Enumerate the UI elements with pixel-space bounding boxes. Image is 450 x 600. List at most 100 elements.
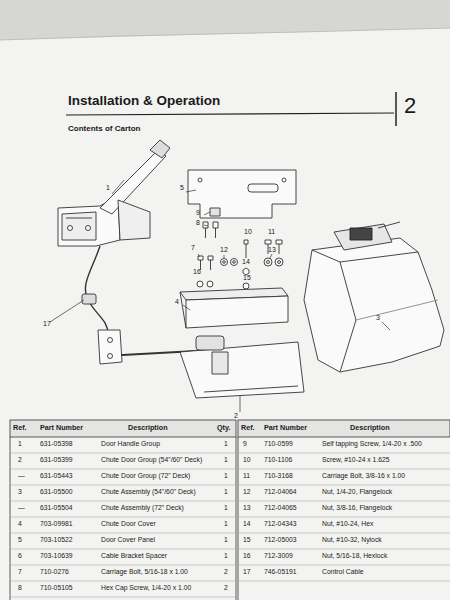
table-cell: 712-04064 — [264, 488, 297, 496]
table-cell: Cable Bracket Spacer — [101, 552, 167, 560]
table-cell: 14 — [243, 520, 251, 528]
door-cover-panel — [188, 170, 296, 218]
hardware-fasteners — [197, 208, 283, 289]
table-cell: 710-0276 — [40, 568, 69, 576]
table-header: Ref. — [241, 424, 255, 432]
table-cell: 12 — [243, 488, 251, 496]
table-cell: 1 — [224, 456, 228, 464]
table-rule — [238, 485, 450, 486]
table-cell: — — [18, 472, 25, 480]
table-cell: 17 — [243, 568, 251, 576]
table-cell: Door Cover Panel — [101, 536, 155, 544]
callout-number: 10 — [244, 228, 252, 236]
page-number: 2 — [404, 93, 416, 118]
table-cell: Screw, #10-24 x 1.625 — [322, 456, 390, 464]
callout-number: 2 — [234, 412, 238, 420]
table-cell: 703-10639 — [40, 552, 73, 560]
table-rule — [238, 501, 450, 502]
table-rule — [238, 565, 450, 566]
table-cell: 1 — [18, 440, 22, 448]
table-cell: 710-3168 — [264, 472, 293, 480]
callout-number: 9 — [196, 209, 200, 217]
table-cell: 5 — [18, 536, 22, 544]
table-cell: 631-05398 — [40, 440, 73, 448]
table-cell: 15 — [243, 536, 251, 544]
callout-number: 16 — [193, 268, 201, 276]
table-cell: Nut, 3/8-16, Flangelock — [322, 504, 392, 512]
table-cell: 2 — [224, 584, 228, 592]
table-cell: 10 — [243, 456, 251, 464]
table-cell: 712-3009 — [264, 552, 293, 560]
callout-number: 17 — [43, 320, 51, 328]
control-cable — [82, 246, 122, 364]
table-cell: Control Cable — [322, 568, 364, 576]
table-cell: 703-09981 — [40, 520, 73, 528]
table-rule — [238, 469, 450, 470]
table-header: Description — [350, 424, 390, 432]
table-cell: Nut, 5/16-18, Hexlock — [322, 552, 387, 560]
callout-number: 15 — [243, 274, 251, 282]
table-cell: 631-05443 — [40, 472, 73, 480]
callout-number: 5 — [180, 184, 184, 192]
table-cell: — — [18, 504, 25, 512]
door-handle-group — [58, 140, 170, 246]
header-rule — [66, 113, 394, 115]
table-rule — [238, 517, 450, 518]
table-cell: 9 — [243, 440, 247, 448]
table-cell: Nut, #10-24, Hex — [322, 520, 373, 528]
table-cell: Door Handle Group — [101, 440, 160, 448]
table-cell: 710-05105 — [40, 584, 73, 592]
callout-number: 13 — [268, 246, 276, 254]
table-cell: Carriage Bolt, 3/8-16 x 1.00 — [322, 472, 405, 480]
table-cell: 1 — [224, 536, 228, 544]
table-rule — [238, 453, 450, 454]
page-number-bar — [395, 92, 397, 126]
table-header: Description — [128, 424, 168, 432]
table-cell: 1 — [224, 520, 228, 528]
table-cell: Self tapping Screw, 1/4-20 x .500 — [322, 440, 422, 448]
section-heading: Contents of Carton — [68, 124, 140, 133]
table-cell: 2 — [224, 568, 228, 576]
table-cell: 6 — [18, 552, 22, 560]
parts-table — [10, 420, 450, 600]
callout-number: 11 — [268, 228, 275, 236]
table-rule — [10, 597, 236, 598]
table-cell: 4 — [18, 520, 22, 528]
table-cell: Nut, #10-32, Nylock — [322, 536, 382, 544]
callout-number: 12 — [220, 246, 228, 254]
table-rule — [10, 533, 236, 534]
table-rule — [238, 549, 450, 550]
callout-number: 14 — [242, 258, 250, 266]
chute-door-group — [104, 336, 304, 398]
table-rule — [10, 549, 236, 550]
page-title: Installation & Operation — [68, 93, 220, 109]
table-header: Ref. — [13, 424, 27, 432]
table-cell: Carriage Bolt, 5/16-18 x 1.00 — [101, 568, 188, 576]
table-header: Qty. — [217, 424, 230, 432]
table-cell: Chute Assembly (54"/60" Deck) — [101, 488, 196, 496]
table-cell: 7 — [18, 568, 22, 576]
table-rule — [238, 581, 450, 582]
table-cell: 16 — [243, 552, 251, 560]
paper-edge — [0, 28, 450, 40]
table-cell: Hex Cap Screw, 1/4-20 x 1.00 — [101, 584, 191, 592]
table-cell: Chute Door Cover — [101, 520, 156, 528]
table-cell: 631-05500 — [40, 488, 73, 496]
table-rule — [10, 469, 236, 470]
table-cell: Chute Assembly (72" Deck) — [101, 504, 184, 512]
table-cell: 1 — [224, 440, 228, 448]
table-cell: 2 — [18, 456, 22, 464]
table-rule — [10, 453, 236, 454]
table-cell: 631-05399 — [40, 456, 73, 464]
table-rule — [10, 501, 236, 502]
table-cell: 1 — [224, 472, 228, 480]
table-cell: 710-0599 — [264, 440, 293, 448]
table-rule — [238, 533, 450, 534]
table-rule — [10, 517, 236, 518]
table-cell: 710-1106 — [264, 456, 292, 464]
callout-number: 3 — [376, 314, 380, 322]
table-header: Part Number — [264, 424, 307, 432]
table-cell: 746-05191 — [264, 568, 297, 576]
table-cell: 3 — [18, 488, 22, 496]
